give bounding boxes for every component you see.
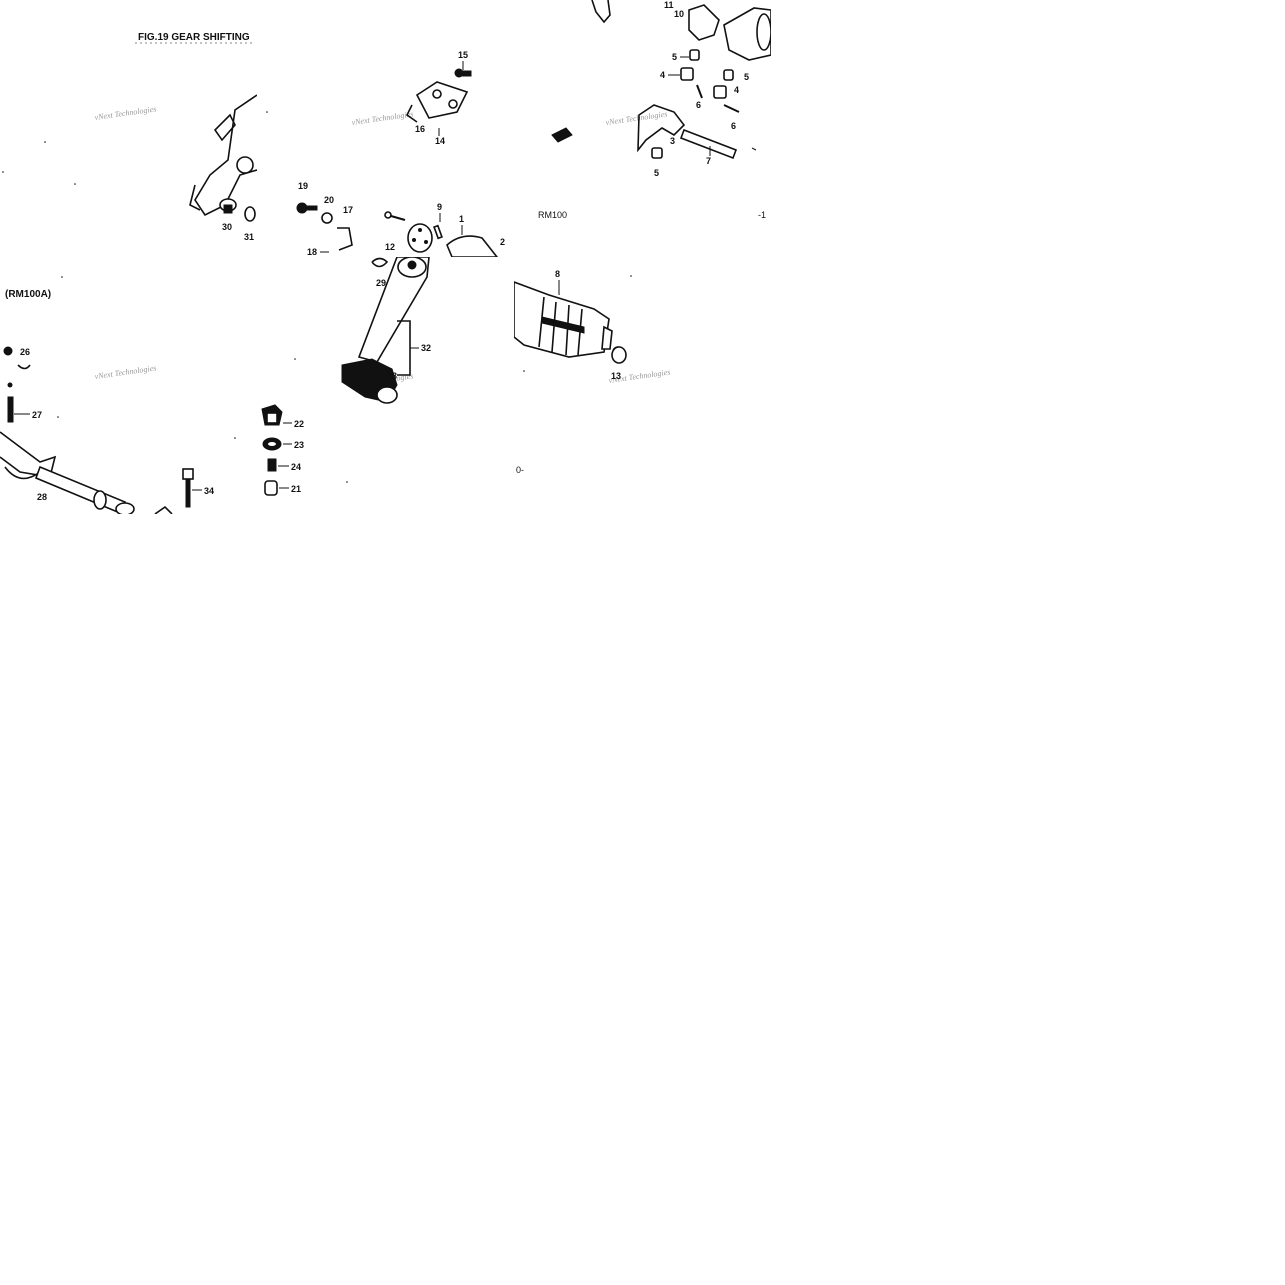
diagram-tile-top-middle: vNext Technologies 15 16 14 19 20 17 18 … — [257, 0, 514, 257]
callout-26: 26 — [20, 347, 30, 357]
shift-shaft-arm — [0, 431, 57, 478]
shift-fork-upper-left — [591, 0, 611, 24]
diagram-drawing-bottom-middle: vNext Technologies 29 32 33 22 23 24 — [261, 257, 431, 496]
stopper-17 — [337, 227, 353, 251]
callout-10: 10 — [674, 9, 684, 19]
callout-1: 1 — [459, 214, 464, 224]
callout-5a: 5 — [672, 52, 677, 62]
gearshift-shaft-25 — [34, 465, 127, 514]
shift-fork-3 — [637, 104, 686, 153]
callout-15: 15 — [458, 50, 468, 60]
callout-23: 23 — [294, 440, 304, 450]
callout-18: 18 — [307, 247, 317, 257]
callout-5c: 5 — [654, 168, 659, 178]
callout-28: 28 — [37, 492, 47, 502]
callout-12: 12 — [385, 242, 395, 252]
diagram-drawing-bottom-left: (RM100A) vNext Technologies 26 27 28 34 — [0, 276, 236, 514]
callout-6b: 6 — [731, 121, 736, 131]
diagram-tile-top-left: FIG.19 GEAR SHIFTING vNext Technologies … — [0, 0, 257, 257]
callout-17: 17 — [343, 205, 353, 215]
callout-20: 20 — [324, 195, 334, 205]
callout-22: 22 — [294, 419, 304, 429]
callout-8: 8 — [555, 269, 560, 279]
callout-6a: 6 — [696, 100, 701, 110]
gearshift-lever-32 — [357, 257, 430, 363]
figure-title: FIG.19 GEAR SHIFTING — [138, 32, 250, 43]
diagram-drawing-top-right: vNext Technologies 11 10 5 4 6 5 4 6 3 — [538, 0, 771, 220]
shift-fork-10 — [688, 4, 720, 41]
callout-24: 24 — [291, 462, 301, 472]
callout-7: 7 — [706, 156, 711, 166]
callout-9: 9 — [437, 202, 442, 212]
callout-32: 32 — [421, 343, 431, 353]
watermark-text: vNext Technologies — [94, 104, 157, 122]
watermark-text: vNext Technologies — [605, 109, 668, 127]
callout-5b: 5 — [744, 72, 749, 82]
small-mark: 0- — [516, 465, 524, 475]
callout-19: 19 — [298, 181, 308, 191]
diagram-tile-bottom-right: vNext Technologies 8 13 0- — [514, 257, 771, 514]
callout-27: 27 — [32, 410, 42, 420]
washer-31 — [244, 206, 256, 222]
callout-30: 30 — [222, 222, 232, 232]
callout-31: 31 — [244, 232, 254, 242]
watermark-text: vNext Technologies — [351, 109, 414, 127]
diagram-drawing-top-left: FIG.19 GEAR SHIFTING vNext Technologies … — [2, 32, 257, 242]
model-label-right: -1 — [758, 210, 766, 220]
diagram-drawing-bottom-right: vNext Technologies 8 13 0- — [514, 269, 671, 475]
callout-16: 16 — [415, 124, 425, 134]
diagram-tile-bottom-middle: vNext Technologies 29 32 33 22 23 24 — [257, 257, 514, 514]
diagram-tile-bottom-left: (RM100A) vNext Technologies 26 27 28 34 — [0, 257, 257, 514]
callout-4a: 4 — [660, 70, 665, 80]
callout-4b: 4 — [734, 85, 739, 95]
callout-29: 29 — [376, 278, 386, 288]
callout-33: 33 — [387, 371, 397, 381]
shift-arm-body — [194, 94, 257, 217]
model-label-rm100: RM100 — [538, 210, 567, 220]
callout-13: 13 — [611, 371, 621, 381]
cam-plate — [407, 223, 433, 253]
diagram-tile-top-right: vNext Technologies 11 10 5 4 6 5 4 6 3 — [514, 0, 771, 257]
callout-3: 3 — [670, 136, 675, 146]
shaft-boss — [236, 156, 254, 174]
callout-14: 14 — [435, 136, 445, 146]
front-arrow-icon — [551, 127, 573, 143]
diagram-drawing-top-middle: vNext Technologies 15 16 14 19 20 17 18 … — [266, 50, 505, 257]
callout-34: 34 — [204, 486, 214, 496]
gear-shift-cam — [446, 235, 499, 257]
shift-fork-11 — [723, 7, 771, 61]
gear-shift-cam-8 — [514, 281, 610, 358]
callout-11: 11 — [664, 0, 674, 10]
cam-end-cap — [611, 346, 627, 364]
watermark-text: vNext Technologies — [94, 363, 157, 381]
callout-21: 21 — [291, 484, 301, 494]
variant-label: (RM100A) — [5, 289, 51, 300]
cam-guide-plate — [415, 81, 469, 119]
fork-shaft-7 — [679, 128, 738, 160]
callout-2: 2 — [500, 237, 505, 247]
